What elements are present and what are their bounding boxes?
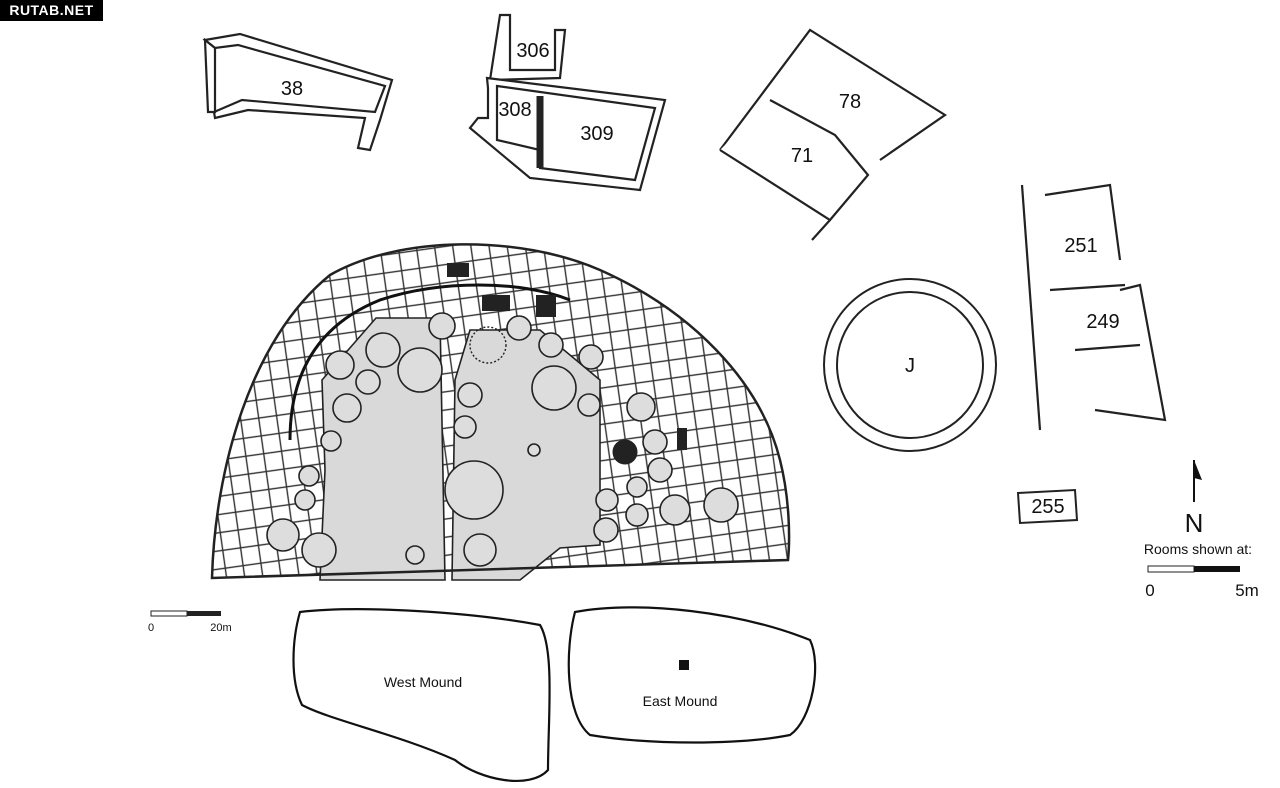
east-mound: East Mound <box>567 606 817 744</box>
room-71-label: 71 <box>791 145 813 167</box>
room-scale-title: Rooms shown at: <box>1144 541 1252 557</box>
room-78-label: 78 <box>839 91 861 113</box>
room-J-label: J <box>905 355 915 377</box>
site-scale-bar: 0 20m <box>148 610 232 634</box>
room-249-label: 249 <box>1086 311 1119 333</box>
room-309-label: 309 <box>580 123 613 145</box>
main-complex-plan <box>210 243 791 581</box>
rooms-306-308-309: 306 308 309 <box>468 13 667 192</box>
north-arrow: N <box>1185 460 1204 538</box>
site-scale-max: 20m <box>210 622 231 634</box>
west-mound-label: West Mound <box>384 674 462 690</box>
room-308-label: 308 <box>498 99 531 121</box>
room-306-label: 306 <box>516 40 549 62</box>
room-38: 38 <box>202 32 394 152</box>
east-mound-label: East Mound <box>643 693 718 709</box>
room-251-label: 251 <box>1064 235 1097 257</box>
room-scale-max: 5m <box>1235 581 1259 600</box>
watermark: RUTAB.NET <box>0 0 103 21</box>
room-38-label: 38 <box>281 78 303 100</box>
room-255-label: 255 <box>1031 496 1064 518</box>
room-J: J <box>823 278 997 452</box>
room-255: 255 <box>1016 488 1079 525</box>
east-mound-marker <box>679 660 689 670</box>
rooms-78-71: 78 71 <box>719 28 947 241</box>
rooms-251-249: 251 249 <box>1020 183 1167 431</box>
room-scale-bar: Rooms shown at: 0 5m <box>1144 541 1259 600</box>
room-scale-min: 0 <box>1145 581 1154 600</box>
west-mound: West Mound <box>292 608 551 782</box>
silos <box>266 312 739 568</box>
north-label: N <box>1185 508 1204 538</box>
site-scale-min: 0 <box>148 622 154 634</box>
